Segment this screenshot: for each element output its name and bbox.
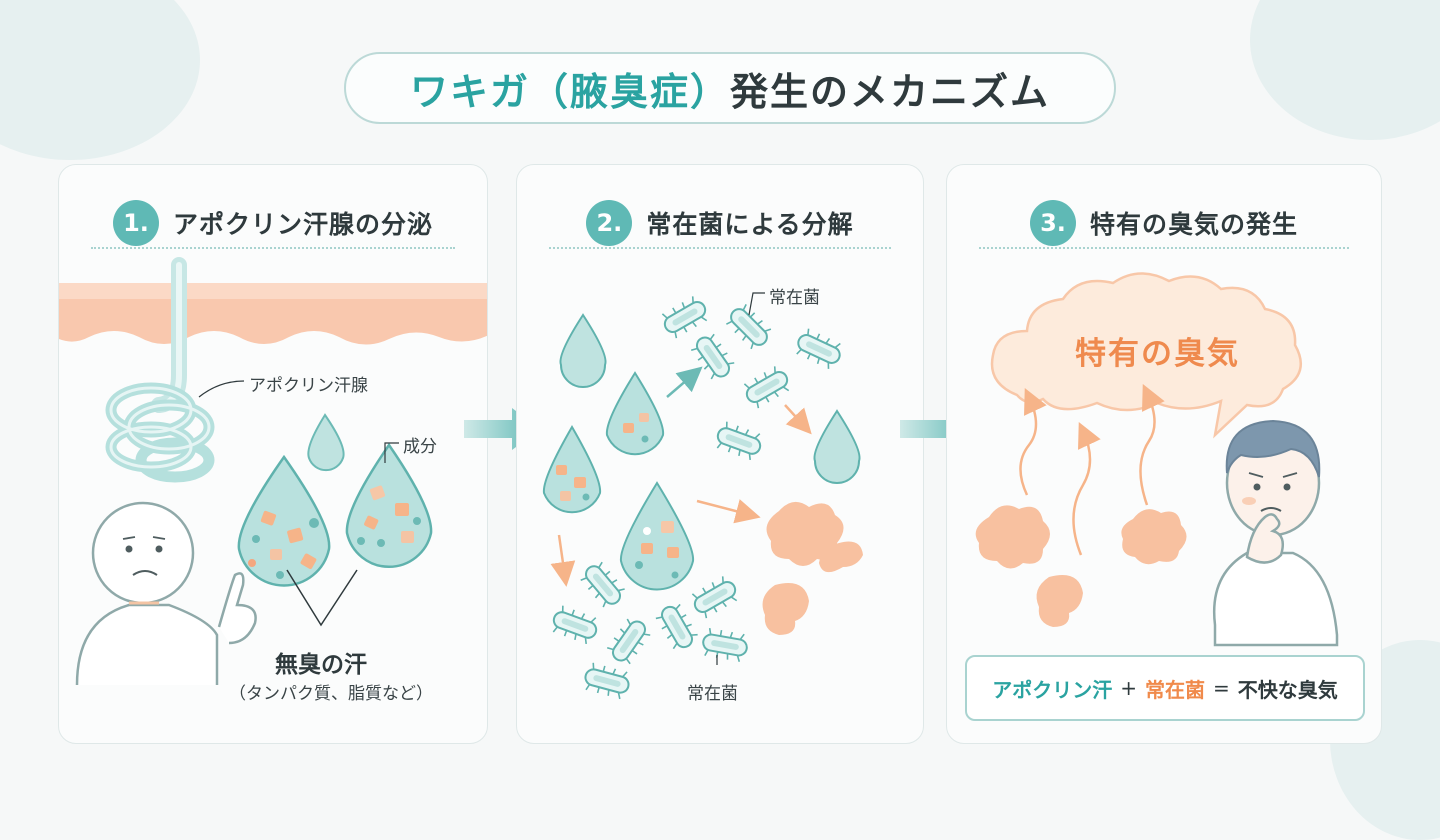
bacteria-icon <box>722 300 776 354</box>
sweat-composition-label: （タンパク質、脂質など） <box>229 684 433 704</box>
formula-result: 不快な臭気 <box>1237 677 1338 702</box>
sweat-drop <box>605 371 665 456</box>
bacteria-label-bottom: 常在菌 <box>687 684 738 704</box>
odorless-sweat-label: 無臭の汗 <box>275 652 367 678</box>
bacteria-icon <box>739 362 795 412</box>
title-accent: ワキガ（腋臭症） <box>409 69 730 114</box>
formula-equals: = <box>1213 676 1230 700</box>
title-rest: 発生のメカニズム <box>730 69 1051 114</box>
bacteria-icon <box>792 326 846 372</box>
decomposed-drop <box>813 409 861 484</box>
odor-substance <box>819 541 863 573</box>
step-2-panel: 2. 常在菌による分解 <box>516 164 924 744</box>
component-label: 成分 <box>403 437 437 457</box>
process-arrow <box>696 499 761 524</box>
bacteria-icon <box>687 572 743 622</box>
person-illustration <box>75 501 257 686</box>
bacteria-icon <box>699 626 751 664</box>
worried-person-illustration <box>1212 419 1339 647</box>
bacteria-icon <box>581 660 633 702</box>
background-blob <box>0 0 200 160</box>
sweat-drop-large <box>345 442 433 569</box>
step-2-heading: 常在菌による分解 <box>646 210 854 239</box>
step-1-heading: アポクリン汗腺の分泌 <box>172 210 433 239</box>
step-3-illustration <box>975 272 1339 647</box>
bacteria-icon <box>548 603 602 647</box>
bacteria-icon <box>687 329 739 385</box>
bacteria-icon <box>657 292 713 342</box>
step-1-illustration <box>59 257 487 686</box>
step-2-divider <box>549 247 891 249</box>
sweat-drop-small <box>307 413 345 472</box>
odor-substance <box>1121 509 1187 565</box>
process-arrow <box>666 366 703 398</box>
step-1-number: 1. <box>112 200 159 246</box>
process-arrow <box>550 534 576 587</box>
step-2-illustration <box>542 292 863 702</box>
odor-rising-arrow <box>1019 387 1047 496</box>
step-3-panel: 3. 特有の臭気の発生 <box>946 164 1382 744</box>
odor-substance <box>975 505 1050 569</box>
step-3-heading: 特有の臭気の発生 <box>1089 210 1298 239</box>
person-mouth <box>132 570 158 576</box>
bacteria-icon <box>603 613 655 669</box>
odor-cloud-text: 特有の臭気 <box>1075 336 1240 372</box>
skin-layer-top <box>59 283 487 299</box>
step-2-number: 2. <box>586 200 633 246</box>
sweat-drop <box>619 481 695 591</box>
process-arrow <box>784 404 812 435</box>
step-3-divider <box>979 247 1349 249</box>
formula-apocrine-sweat: アポクリン汗 <box>992 677 1113 702</box>
odor-rising-arrow <box>1139 383 1165 506</box>
page-title: ワキガ（腋臭症） 発生のメカニズム <box>344 52 1116 124</box>
odor-substance <box>1036 575 1083 627</box>
step-2-header: 2. 常在菌による分解 <box>517 199 923 247</box>
sweat-drop <box>542 424 602 514</box>
bacteria-icon <box>577 558 629 612</box>
sweat-drop-large <box>237 454 331 587</box>
step-3-number: 3. <box>1029 200 1076 246</box>
odor-rising-arrow <box>1072 421 1101 556</box>
bacteria-label-top: 常在菌 <box>769 288 820 308</box>
odor-cloud <box>990 272 1303 439</box>
bacteria-icon <box>652 599 702 655</box>
odor-formula: アポクリン汗 + 常在菌 = 不快な臭気 <box>965 655 1365 721</box>
apocrine-gland-label: アポクリン汗腺 <box>249 376 368 396</box>
step-3-header: 3. 特有の臭気の発生 <box>947 199 1381 247</box>
step-1-divider <box>91 247 455 249</box>
background-blob <box>1250 0 1440 140</box>
formula-bacteria: 常在菌 <box>1145 677 1205 702</box>
sweat-drop <box>559 313 607 388</box>
bacteria-icon <box>712 419 766 463</box>
odor-substance <box>762 583 809 635</box>
person-eye <box>155 545 163 553</box>
formula-plus: + <box>1120 676 1137 700</box>
odor-substance <box>766 501 844 566</box>
person-eye <box>125 545 133 553</box>
step-1-header: 1. アポクリン汗腺の分泌 <box>59 199 487 247</box>
step-1-panel: 1. アポクリン汗腺の分泌 <box>58 164 488 744</box>
